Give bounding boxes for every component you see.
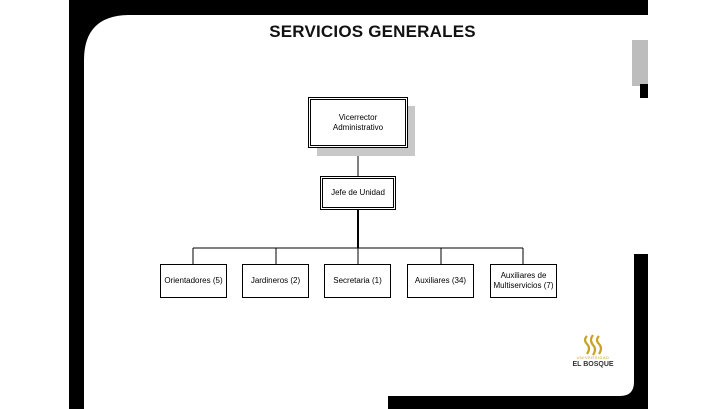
logo-small-text: UNIVERSIDAD	[576, 355, 610, 360]
org-node-root: Vicerrector Administrativo	[308, 97, 408, 148]
org-node-unit: Auxiliares de Multiservicios (7)	[490, 264, 557, 298]
org-node-unit-label: Auxiliares (34)	[414, 276, 467, 285]
org-node-unit: Auxiliares (34)	[407, 264, 474, 298]
org-node-manager-label: Jefe de Unidad	[331, 188, 385, 197]
org-node-unit-label: Auxiliares de Multiservicios (7)	[493, 271, 554, 290]
org-node-unit: Orientadores (5)	[160, 264, 227, 298]
org-node-unit: Jardineros (2)	[242, 264, 309, 298]
bosque-tree-icon	[583, 334, 603, 356]
org-node-root-label: Vicerrector Administrativo	[332, 112, 384, 132]
university-logo: UNIVERSIDAD EL BOSQUE	[570, 334, 616, 374]
org-node-unit-label: Jardineros (2)	[250, 276, 301, 285]
org-node-unit: Secretaria (1)	[324, 264, 391, 298]
logo-name: EL BOSQUE	[572, 361, 614, 368]
org-node-manager: Jefe de Unidad	[320, 176, 396, 210]
frame-grey-strip	[632, 40, 648, 86]
frame-right-lower	[640, 84, 648, 98]
org-node-unit-label: Orientadores (5)	[164, 276, 223, 285]
slide-title: SERVICIOS GENERALES	[269, 22, 476, 41]
org-node-unit-label: Secretaria (1)	[333, 276, 382, 285]
